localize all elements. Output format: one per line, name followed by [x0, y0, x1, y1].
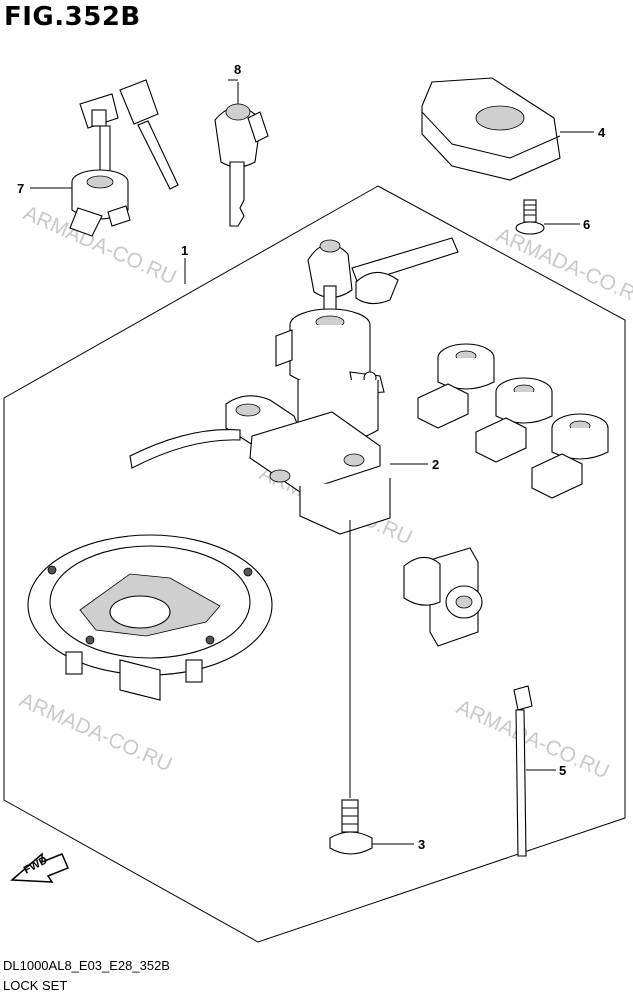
bolt-small-part — [515, 199, 545, 235]
key-part — [214, 103, 269, 227]
callout-8: 8 — [234, 62, 241, 77]
seat-lock-part — [69, 79, 179, 237]
fuel-cap-part — [27, 534, 273, 701]
watermark-2: ARMADA-CO.RU — [493, 224, 633, 312]
callout-4: 4 — [598, 125, 606, 140]
callout-7: 7 — [17, 181, 24, 196]
callout-5: 5 — [559, 763, 566, 778]
callout-6: 6 — [583, 217, 590, 232]
lock-cylinder-3 — [531, 413, 609, 499]
callout-2: 2 — [432, 457, 439, 472]
figure-title: FIG.352B — [4, 2, 141, 32]
watermark-4: ARMADA-CO.RU — [16, 689, 176, 777]
cable-tie-part — [513, 685, 533, 857]
lock-cylinder-2 — [475, 377, 553, 463]
cover-part — [421, 77, 561, 181]
footer-model-code: DL1000AL8_E03_E28_352B — [3, 958, 170, 973]
lock-cylinder-1 — [417, 343, 495, 429]
assembly-outline — [3, 185, 626, 943]
ignition-switch-part — [129, 237, 459, 535]
fwd-arrow: FWD — [10, 852, 69, 883]
lock-cylinder-4 — [403, 547, 483, 647]
callout-3: 3 — [418, 837, 425, 852]
callout-1: 1 — [181, 243, 188, 258]
footer-section-name: LOCK SET — [3, 978, 68, 993]
bolt-part — [329, 799, 373, 855]
